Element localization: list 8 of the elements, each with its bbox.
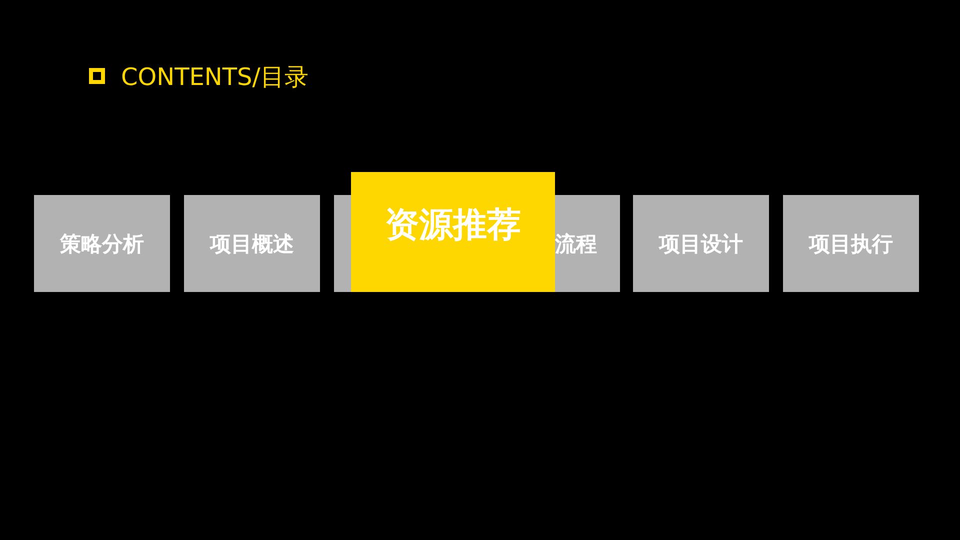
menu-box: 项目执行: [783, 195, 919, 292]
menu-box: 策略分析: [34, 195, 170, 292]
menu-box: 项目设计: [633, 195, 769, 292]
blank-box: [334, 195, 351, 292]
menu-box: 项目概述: [184, 195, 320, 292]
title: CONTENTS/目录: [121, 62, 308, 93]
menu-box: 流程: [555, 195, 620, 292]
highlighted-menu-box: 资源推荐: [351, 172, 555, 292]
